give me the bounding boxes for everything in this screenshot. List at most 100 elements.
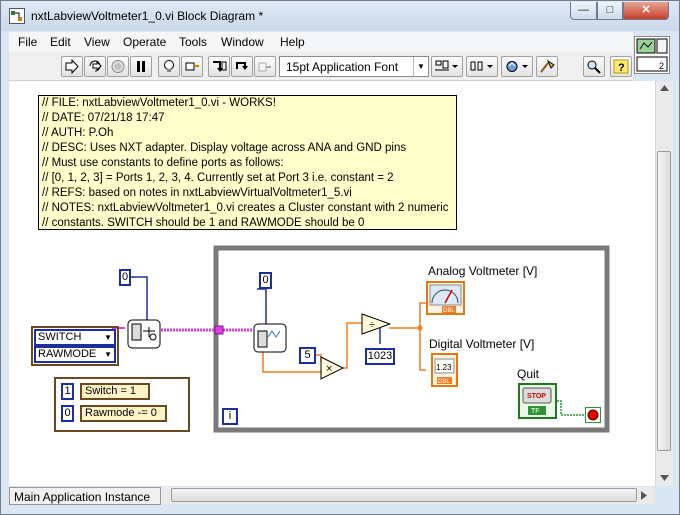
close-button[interactable]: ✕ bbox=[623, 2, 669, 20]
legend-one-value: 1 bbox=[61, 383, 74, 400]
digital-voltmeter-terminal[interactable]: 1.23 DBL bbox=[431, 353, 459, 387]
port-constant-outer[interactable]: 0 bbox=[119, 269, 131, 286]
legend-zero-value: 0 bbox=[61, 405, 74, 422]
abort-button[interactable] bbox=[107, 56, 129, 77]
block-diagram-canvas[interactable]: // FILE: nxtLabviewVoltmeter1_0.vi - WOR… bbox=[9, 81, 655, 486]
block-diagram-icon bbox=[9, 8, 25, 24]
port-wire-inner bbox=[257, 288, 267, 327]
step-over-icon bbox=[236, 62, 248, 70]
while-loop-frame bbox=[213, 245, 610, 433]
search-icon bbox=[587, 60, 601, 74]
numeric-wire-3 bbox=[341, 322, 362, 369]
run-button[interactable] bbox=[61, 56, 83, 77]
comment-line: // [0, 1, 2, 3] = Ports 1, 2, 3, 4. Curr… bbox=[42, 172, 394, 184]
comment-line: // Must use constants to define ports as… bbox=[42, 157, 284, 169]
wire-junction bbox=[417, 325, 423, 331]
multiply-node[interactable]: × bbox=[320, 356, 344, 380]
scroll-down-icon[interactable] bbox=[660, 475, 669, 481]
pause-icon bbox=[137, 61, 145, 72]
comment-line: // NOTES: nxtLabviewVoltmeter1_0.vi crea… bbox=[42, 202, 449, 214]
svg-text:?: ? bbox=[618, 62, 625, 74]
diagram-wires bbox=[103, 245, 610, 433]
step-over-button[interactable] bbox=[231, 56, 253, 77]
step-into-button[interactable] bbox=[208, 56, 230, 77]
bool-wire bbox=[557, 400, 587, 416]
context-help-button[interactable]: ? bbox=[610, 56, 632, 77]
maximize-button[interactable]: □ bbox=[597, 2, 623, 20]
comment-line: // REFS: based on notes in nxtLabviewVir… bbox=[42, 187, 352, 199]
horizontal-scrollbar[interactable] bbox=[161, 487, 655, 504]
legend-one-label-box: Switch = 1 bbox=[80, 383, 150, 400]
scroll-right-icon[interactable] bbox=[641, 491, 647, 500]
numeric-wire-6 bbox=[419, 328, 426, 371]
reorder-button[interactable] bbox=[501, 56, 533, 77]
step-into-icon bbox=[213, 61, 227, 72]
quit-stop-text: STOP bbox=[527, 393, 546, 400]
status-bar: Main Application Instance bbox=[9, 487, 161, 505]
title-bar: nxtLabviewVoltmeter1_0.vi Block Diagram … bbox=[1, 1, 679, 31]
minimize-button[interactable]: — bbox=[570, 2, 597, 20]
run-continuously-button[interactable] bbox=[84, 56, 106, 77]
legend-zero-label-box: Rawmode -= 0 bbox=[80, 405, 167, 422]
align-objects-button[interactable] bbox=[431, 56, 463, 77]
highlight-execution-icon bbox=[164, 60, 174, 72]
abort-icon bbox=[111, 60, 125, 73]
distribute-objects-button[interactable] bbox=[466, 56, 498, 77]
multiplier-constant[interactable]: 5 bbox=[299, 347, 316, 364]
enum-rawmode-value: RAWMODE bbox=[38, 348, 97, 360]
run-arrow-icon bbox=[65, 59, 79, 74]
analog-voltmeter-terminal[interactable]: DBL bbox=[426, 281, 466, 315]
analog-tag: DBL bbox=[443, 308, 455, 314]
retain-wire-values-icon bbox=[185, 62, 199, 71]
toolbar: 15pt Application Font ▼ ? bbox=[9, 52, 633, 81]
comment-line: // FILE: nxtLabviewVoltmeter1_0.vi - WOR… bbox=[42, 97, 276, 109]
vi-icon: 2 bbox=[636, 38, 668, 72]
font-select[interactable]: 15pt Application Font ▼ bbox=[279, 56, 429, 77]
enum-switch-constant[interactable]: SWITCH▼ bbox=[34, 329, 116, 346]
menu-view[interactable]: View bbox=[84, 35, 110, 49]
digital-value: 1.23 bbox=[436, 363, 452, 372]
port-constant-inner[interactable]: 0 bbox=[259, 272, 272, 289]
reorder-icon bbox=[506, 61, 528, 72]
cluster-tunnel bbox=[214, 325, 224, 335]
step-out-button[interactable] bbox=[254, 56, 276, 77]
legend-cluster[interactable]: 1 Switch = 1 0 Rawmode -= 0 bbox=[54, 377, 190, 432]
digital-voltmeter-label: Digital Voltmeter [V] bbox=[429, 337, 535, 351]
menu-bar: File Edit View Operate Tools Window Help bbox=[9, 32, 633, 52]
chevron-down-icon: ▼ bbox=[104, 333, 112, 342]
vertical-scrollbar[interactable] bbox=[655, 81, 673, 486]
svg-text:2: 2 bbox=[659, 61, 664, 71]
cleanup-diagram-button[interactable] bbox=[536, 56, 558, 77]
vertical-scroll-thumb[interactable] bbox=[657, 151, 671, 451]
scroll-up-icon[interactable] bbox=[660, 85, 669, 91]
pause-button[interactable] bbox=[130, 56, 152, 77]
menu-help[interactable]: Help bbox=[280, 35, 305, 49]
comment-line: // DATE: 07/21/18 17:47 bbox=[42, 112, 165, 124]
quit-terminal[interactable]: STOP TF bbox=[518, 383, 558, 419]
divide-node[interactable]: ÷ bbox=[361, 313, 391, 335]
window-title: nxtLabviewVoltmeter1_0.vi Block Diagram … bbox=[31, 9, 264, 23]
menu-file[interactable]: File bbox=[18, 35, 38, 49]
chevron-down-icon: ▼ bbox=[104, 350, 112, 359]
vi-icon-connector-pane[interactable]: 2 bbox=[634, 36, 670, 74]
nxt-read-sensor-subvi-icon[interactable] bbox=[253, 323, 287, 353]
align-objects-icon bbox=[435, 60, 458, 71]
menu-operate[interactable]: Operate bbox=[123, 35, 167, 49]
distribute-objects-icon bbox=[470, 61, 493, 71]
horizontal-scroll-thumb[interactable] bbox=[171, 488, 637, 502]
nxt-setup-subvi-icon[interactable] bbox=[127, 319, 161, 349]
comment-line: // AUTH: P.Oh bbox=[42, 127, 114, 139]
divisor-constant[interactable]: 1023 bbox=[365, 348, 395, 365]
retain-wire-values-button[interactable] bbox=[181, 56, 203, 77]
context-help-icon: ? bbox=[613, 59, 629, 74]
search-button[interactable] bbox=[583, 56, 605, 77]
enum-rawmode-constant[interactable]: RAWMODE ▼ bbox=[34, 346, 116, 363]
menu-edit[interactable]: Edit bbox=[50, 35, 71, 49]
menu-tools[interactable]: Tools bbox=[179, 35, 208, 49]
menu-window[interactable]: Window bbox=[221, 35, 264, 49]
stop-condition-icon[interactable] bbox=[585, 407, 601, 423]
loop-iteration-terminal[interactable]: i bbox=[222, 408, 238, 425]
header-comment[interactable]: // FILE: nxtLabviewVoltmeter1_0.vi - WOR… bbox=[38, 95, 457, 230]
highlight-execution-button[interactable] bbox=[158, 56, 180, 77]
